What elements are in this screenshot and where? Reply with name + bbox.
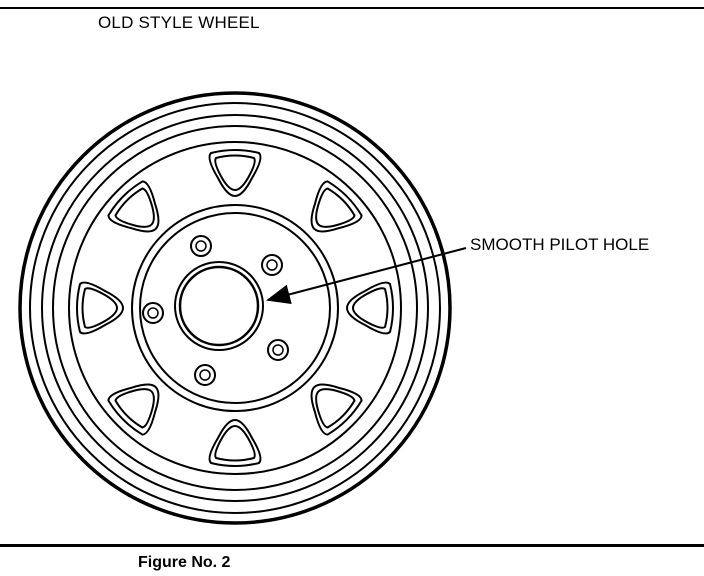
- rim-outer-ring: [18, 91, 452, 525]
- hub-ring-inner: [139, 212, 331, 404]
- callout-arrow: [266, 247, 467, 305]
- vent-slot-inner: [214, 425, 256, 462]
- vent-slot: [310, 383, 363, 436]
- rim-ring-4: [52, 125, 418, 491]
- rim-ring-3: [41, 114, 429, 502]
- vent-slot-inner: [81, 287, 118, 329]
- lug-hole: [190, 235, 212, 257]
- vent-slot: [107, 383, 160, 436]
- lug-hole: [272, 344, 284, 356]
- vent-slot: [310, 180, 363, 233]
- lug-hole: [266, 259, 278, 271]
- lug-holes: [142, 235, 289, 386]
- top-frame-line: [0, 7, 704, 9]
- figure-caption: Figure No. 2: [138, 554, 231, 571]
- vent-slot: [208, 419, 262, 467]
- vent-slot-inner: [352, 287, 389, 329]
- pilot-ring-outer: [174, 261, 264, 351]
- vent-slot: [76, 281, 124, 335]
- vent-slot-inner: [315, 388, 356, 429]
- vent-slot-inner: [114, 187, 155, 228]
- lug-hole: [261, 254, 283, 276]
- lug-hole: [194, 364, 216, 386]
- vent-slot: [208, 149, 262, 197]
- diagram-title: OLD STYLE WHEEL: [98, 13, 260, 32]
- lug-hole: [267, 339, 289, 361]
- vent-slot-inner: [315, 187, 356, 228]
- vent-slot-inner: [114, 388, 155, 429]
- hub-ring-outer: [131, 204, 339, 412]
- pilot-hole: [178, 265, 260, 347]
- callout-label: SMOOTH PILOT HOLE: [470, 235, 650, 254]
- lug-hole: [195, 240, 207, 252]
- lug-hole: [142, 302, 164, 324]
- vent-slot: [346, 281, 394, 335]
- vent-slots: [76, 149, 394, 467]
- vent-slot-inner: [214, 154, 256, 191]
- lug-hole: [147, 307, 159, 319]
- lug-hole: [199, 369, 211, 381]
- bottom-frame-line: [0, 544, 704, 547]
- vent-slot: [107, 180, 160, 233]
- rim-ring-2: [29, 102, 441, 514]
- rim-ring-5: [68, 141, 402, 475]
